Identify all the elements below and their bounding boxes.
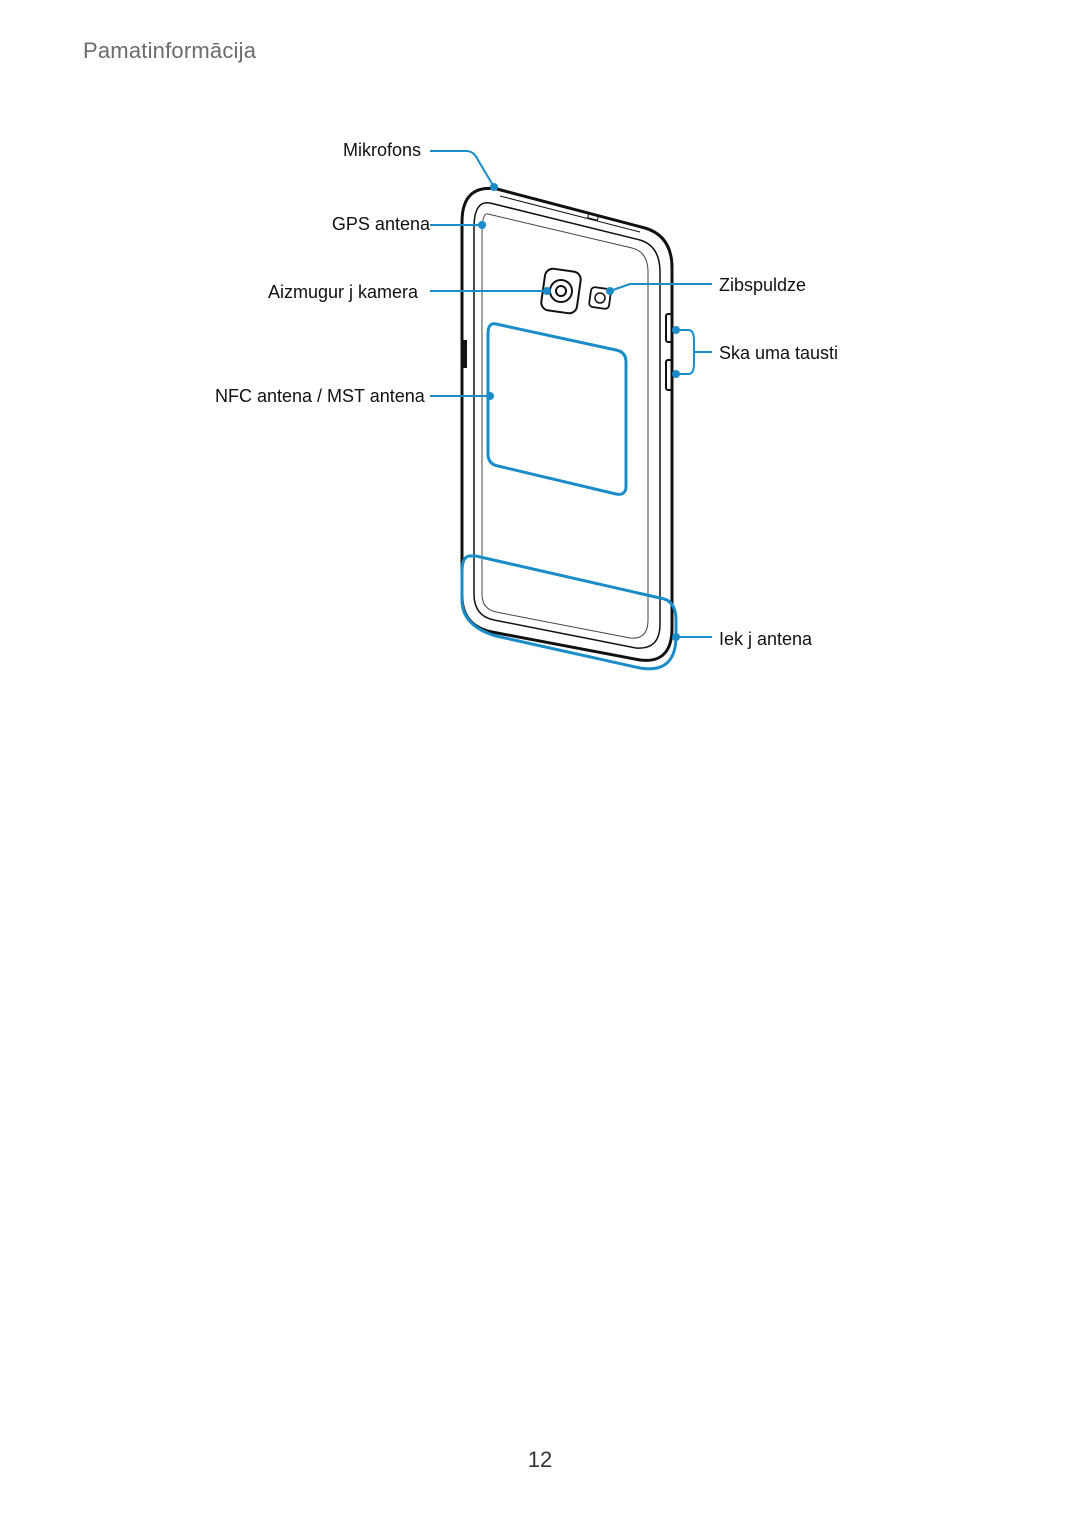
phone-outer-outline	[460, 186, 674, 662]
top-edge-line	[499, 195, 641, 233]
rear-camera-lens-outer	[549, 279, 573, 303]
volume-up-dot	[672, 326, 680, 334]
phone-inner-outline	[473, 201, 661, 649]
volume-down-button	[665, 359, 673, 391]
flash-lens	[594, 292, 606, 304]
callout-leaders	[430, 150, 712, 638]
volume-keys-label: Ska uma tausti	[719, 343, 839, 363]
callout-dots	[478, 183, 680, 641]
camera-dot	[543, 287, 551, 295]
flash-label: Zibspuldze	[719, 275, 807, 295]
section-title: Pamatinformācija	[83, 38, 257, 63]
microphone-label: Mikrofons	[342, 140, 421, 160]
rear-camera-lens-inner	[555, 285, 567, 297]
microphone-leader	[430, 150, 495, 188]
flash-dot	[606, 287, 614, 295]
internal-antenna-label: Iek j antena	[719, 629, 813, 649]
phone-back-diagram: Mikrofons GPS antena Aizmugur j kamera N…	[0, 0, 1080, 760]
internal-antenna-dot	[672, 633, 680, 641]
nfc-dot	[486, 392, 494, 400]
main-antenna-region	[460, 554, 678, 671]
gps-antenna-label: GPS antena	[331, 214, 430, 234]
gps-dot	[478, 221, 486, 229]
flash-housing	[588, 286, 612, 310]
nfc-antenna-region	[486, 322, 628, 496]
microphone-dot	[490, 183, 498, 191]
phone-back-illustration	[430, 150, 712, 671]
volume-down-dot	[672, 370, 680, 378]
top-slot	[587, 213, 599, 221]
back-panel-outline	[481, 213, 649, 639]
flash-leader	[609, 283, 712, 292]
rear-camera-label: Aizmugur j kamera	[267, 282, 418, 302]
nfc-mst-antenna-label: NFC antena / MST antena	[215, 386, 425, 406]
page-number: 12	[527, 1447, 553, 1472]
volume-up-button	[665, 313, 673, 343]
rear-camera-housing	[540, 267, 582, 315]
volume-leader	[676, 329, 712, 375]
left-side-button	[463, 340, 467, 368]
